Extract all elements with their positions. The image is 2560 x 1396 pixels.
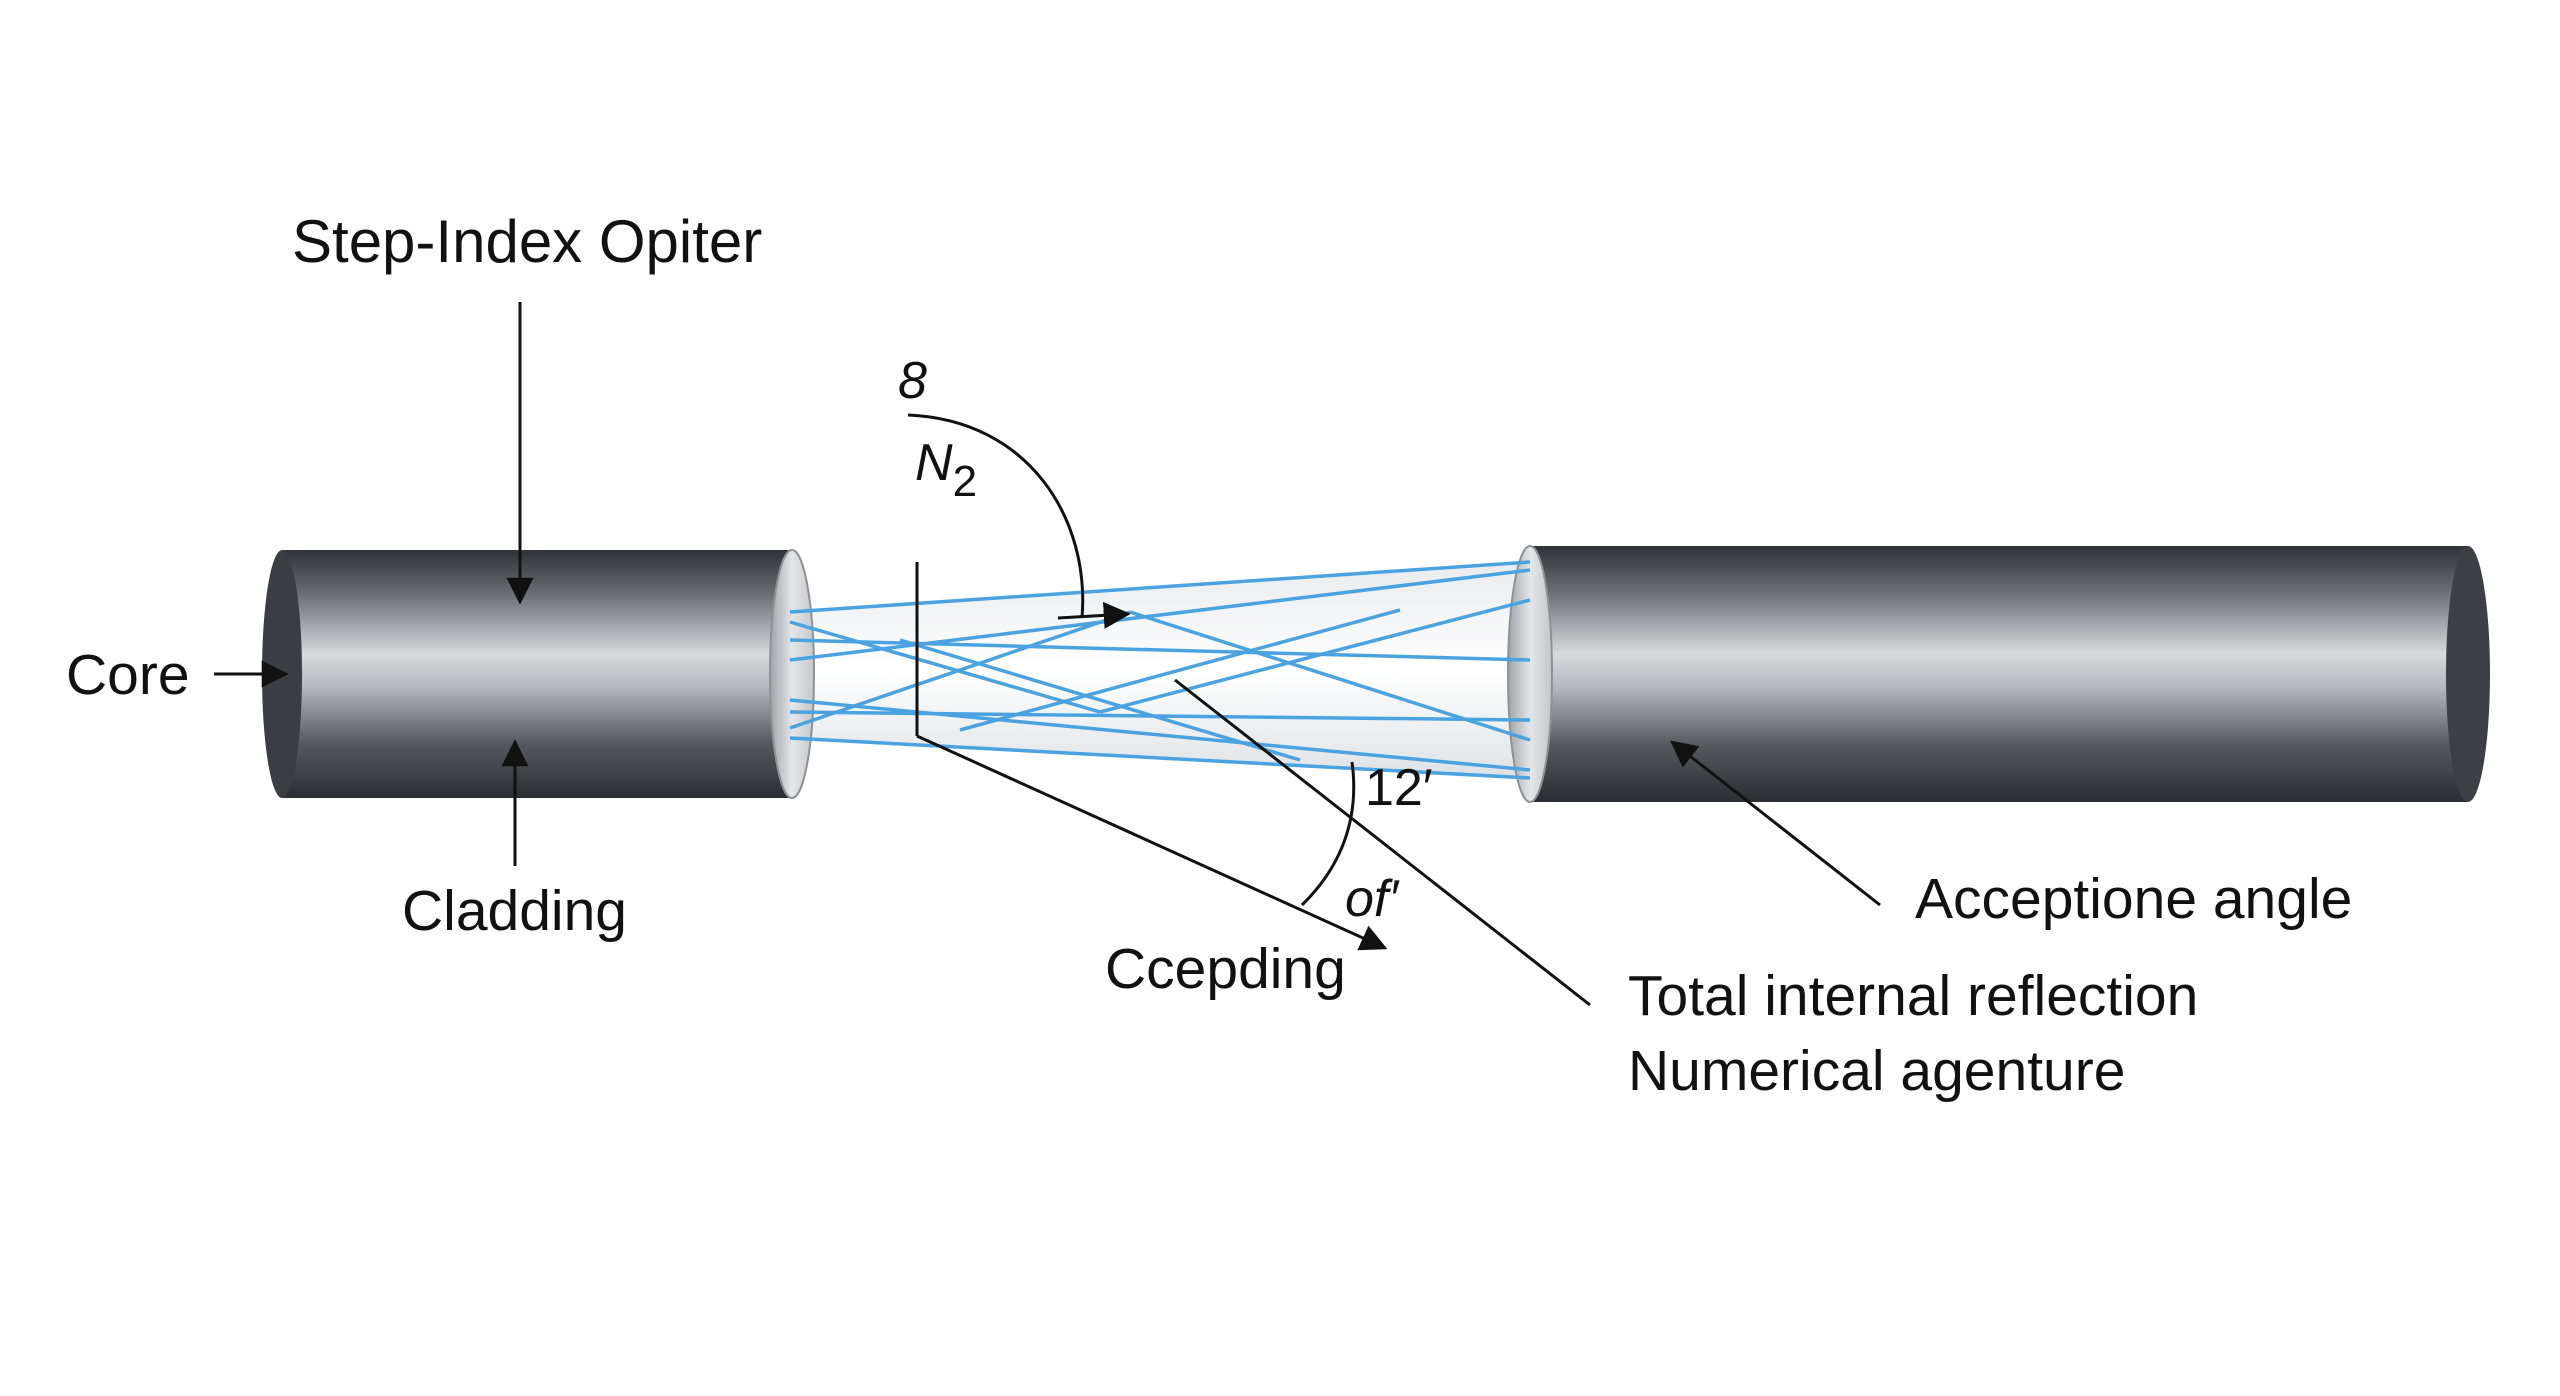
- angle-of-label: of′: [1345, 870, 1400, 928]
- ccepding-label: Ccepding: [1105, 937, 1346, 1001]
- tir-leader-line: [1174, 678, 1591, 1007]
- refractive-index-sub: 2: [953, 457, 977, 506]
- core-label: Core: [66, 643, 190, 707]
- tir-label: Total internal reflection: [1628, 964, 2198, 1028]
- theta-angle-arc: [907, 413, 1085, 619]
- theta-arc-arrow: [1057, 601, 1131, 629]
- refractive-index-label: N2: [915, 434, 977, 506]
- numerical-aperture-label: Numerical agenture: [1628, 1039, 2125, 1103]
- cladding-label: Cladding: [402, 879, 627, 943]
- left-fiber-end-face: [769, 549, 815, 799]
- right-fiber-end-face: [1507, 545, 1553, 803]
- light-rays: [789, 560, 1531, 780]
- bottom-angle-arc: [1300, 761, 1356, 907]
- right-fiber-segment: [1507, 545, 2490, 803]
- acceptance-leader-line: [1669, 740, 1881, 907]
- acceptance-angle-label: Acceptione angle: [1915, 867, 2352, 931]
- angle-symbol-label: 8: [898, 352, 927, 410]
- normal-line: [915, 562, 1388, 951]
- left-fiber-segment: [262, 549, 815, 799]
- diagram-title: Step-Index Opiter: [292, 208, 762, 275]
- angle-12-label: 12′: [1365, 759, 1433, 817]
- refractive-index-main: N: [915, 434, 953, 492]
